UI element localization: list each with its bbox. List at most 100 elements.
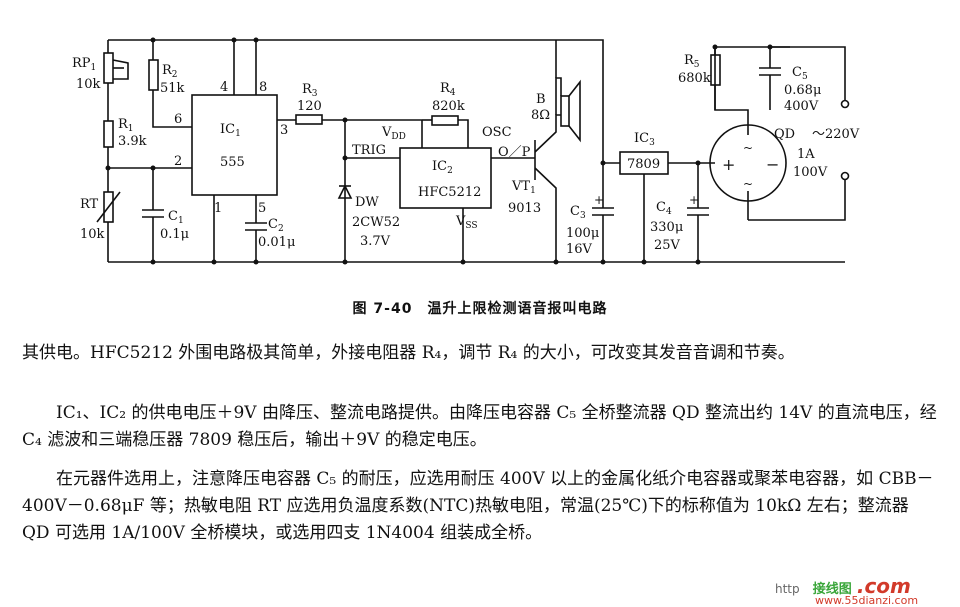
watermark-logo: 接线图 bbox=[812, 582, 852, 597]
op-label: O／P bbox=[498, 145, 531, 160]
svg-text:+: + bbox=[722, 155, 735, 174]
r3-sub: 3 bbox=[312, 89, 318, 99]
ic3-part: 7809 bbox=[627, 157, 660, 172]
svg-text:VSS: VSS bbox=[455, 214, 478, 231]
rp1-label: RP bbox=[72, 56, 91, 71]
svg-text:IC3: IC3 bbox=[634, 131, 655, 148]
svg-text:~: ~ bbox=[743, 177, 753, 191]
r2-sub: 2 bbox=[172, 70, 178, 80]
c4-label: C bbox=[656, 200, 666, 215]
qd-label: QD bbox=[774, 127, 795, 142]
c4-sub: 4 bbox=[666, 207, 672, 217]
ic1-pin8: 8 bbox=[259, 80, 267, 95]
svg-text:VDD: VDD bbox=[381, 125, 406, 142]
c3-label: C bbox=[570, 204, 580, 219]
speaker-value: 8Ω bbox=[531, 108, 550, 123]
svg-text:+: + bbox=[689, 193, 699, 207]
ic1-pin4: 4 bbox=[220, 80, 228, 95]
vt1-part: 9013 bbox=[508, 201, 541, 216]
paragraph-3: 在元器件选用上，注意降压电容器 C₅ 的耐压，应选用耐压 400V 以上的金属化… bbox=[22, 469, 934, 543]
r4-value: 820k bbox=[432, 99, 465, 114]
r5-label: R bbox=[684, 53, 695, 68]
c3-sub: 3 bbox=[580, 211, 586, 221]
speaker-label: B bbox=[536, 92, 546, 107]
c5-label: C bbox=[792, 65, 802, 80]
svg-text:C3: C3 bbox=[570, 204, 586, 221]
svg-text:R5: R5 bbox=[684, 53, 700, 70]
ic1-pin6: 6 bbox=[174, 112, 182, 127]
c3-value1: 100μ bbox=[566, 226, 599, 241]
ic1-sub: 1 bbox=[235, 129, 241, 139]
ic1-pin2: 2 bbox=[174, 154, 182, 169]
svg-text:IC2: IC2 bbox=[432, 159, 453, 176]
svg-text:VT1: VT1 bbox=[511, 179, 536, 196]
ic3-sub: 3 bbox=[649, 138, 655, 148]
ic1-pin5: 5 bbox=[258, 201, 266, 216]
svg-text:−: − bbox=[766, 155, 779, 174]
r4-sub: 4 bbox=[450, 88, 456, 98]
svg-text:R4: R4 bbox=[440, 81, 456, 98]
dw-value: 3.7V bbox=[360, 234, 391, 249]
watermark-com: .com bbox=[856, 574, 911, 598]
c2-value: 0.01μ bbox=[258, 235, 295, 250]
osc-label: OSC bbox=[482, 125, 512, 140]
c1-sub: 1 bbox=[178, 216, 184, 226]
ac-label: ～220V bbox=[812, 127, 860, 142]
svg-text:~: ~ bbox=[743, 141, 753, 155]
r5-value: 680k bbox=[678, 71, 711, 86]
qd-value2: 100V bbox=[793, 165, 828, 180]
r4-label: R bbox=[440, 81, 451, 96]
vss-sub: SS bbox=[465, 221, 477, 231]
figure-caption: 图 7-40 温升上限检测语音报叫电路 bbox=[352, 301, 608, 317]
vdd-sub: DD bbox=[391, 132, 405, 142]
r2-label: R bbox=[162, 63, 173, 78]
r1-value: 3.9k bbox=[118, 134, 147, 149]
c1-label: C bbox=[168, 209, 178, 224]
ic2-part: HFC5212 bbox=[418, 185, 481, 200]
c3-value2: 16V bbox=[566, 242, 593, 257]
dw-part: 2CW52 bbox=[352, 215, 400, 230]
ic1-label: IC bbox=[220, 122, 235, 137]
svg-text:IC1: IC1 bbox=[220, 122, 241, 139]
c5-value1: 0.68μ bbox=[784, 83, 821, 98]
c5-value2: 400V bbox=[784, 99, 819, 114]
c2-label: C bbox=[268, 217, 278, 232]
svg-text:C1: C1 bbox=[168, 209, 184, 226]
watermark: http 接线图 .com www.55dianzi.com bbox=[775, 574, 918, 607]
paragraph-1: 其供电。HFC5212 外围电路极其简单，外接电阻器 R₄，调节 R₄ 的大小，… bbox=[22, 343, 795, 363]
svg-text:C4: C4 bbox=[656, 200, 672, 217]
watermark-url: www.55dianzi.com bbox=[815, 594, 919, 607]
watermark-http: http bbox=[775, 582, 800, 596]
ic1-part: 555 bbox=[220, 155, 245, 170]
circuit-diagram: + − ~ ~ RP1 10k R1 3.9k RT 10k R2 51k C1… bbox=[72, 37, 860, 265]
vt1-sub: 1 bbox=[530, 186, 536, 196]
paragraph-2: IC₁、IC₂ 的供电电压＋9V 由降压、整流电路提供。由降压电容器 C₅ 全桥… bbox=[22, 403, 937, 450]
c4-value1: 330μ bbox=[650, 220, 683, 235]
trig-label: TRIG bbox=[352, 143, 386, 158]
svg-text:C2: C2 bbox=[268, 217, 284, 234]
c4-value2: 25V bbox=[654, 238, 681, 253]
r1-sub: 1 bbox=[128, 124, 134, 134]
svg-text:R3: R3 bbox=[302, 82, 318, 99]
svg-text:+: + bbox=[594, 193, 604, 207]
vdd-label: V bbox=[381, 125, 392, 140]
r3-value: 120 bbox=[297, 99, 322, 114]
vt1-label: VT bbox=[511, 179, 530, 194]
rp1-sub: 1 bbox=[91, 63, 97, 73]
svg-text:R2: R2 bbox=[162, 63, 178, 80]
svg-text:C5: C5 bbox=[792, 65, 808, 82]
ic1-pin1: 1 bbox=[214, 201, 222, 216]
ic1-pin3: 3 bbox=[280, 123, 288, 138]
rp1-value: 10k bbox=[76, 77, 101, 92]
ic2-sub: 2 bbox=[447, 166, 453, 176]
rt-value: 10k bbox=[80, 227, 105, 242]
r1-label: R bbox=[118, 117, 129, 132]
svg-text:R1: R1 bbox=[118, 117, 134, 134]
r3-label: R bbox=[302, 82, 313, 97]
vss-label: V bbox=[455, 214, 466, 229]
ic2-label: IC bbox=[432, 159, 447, 174]
r2-value: 51k bbox=[160, 81, 185, 96]
c1-value: 0.1μ bbox=[160, 227, 189, 242]
qd-value1: 1A bbox=[797, 147, 815, 162]
